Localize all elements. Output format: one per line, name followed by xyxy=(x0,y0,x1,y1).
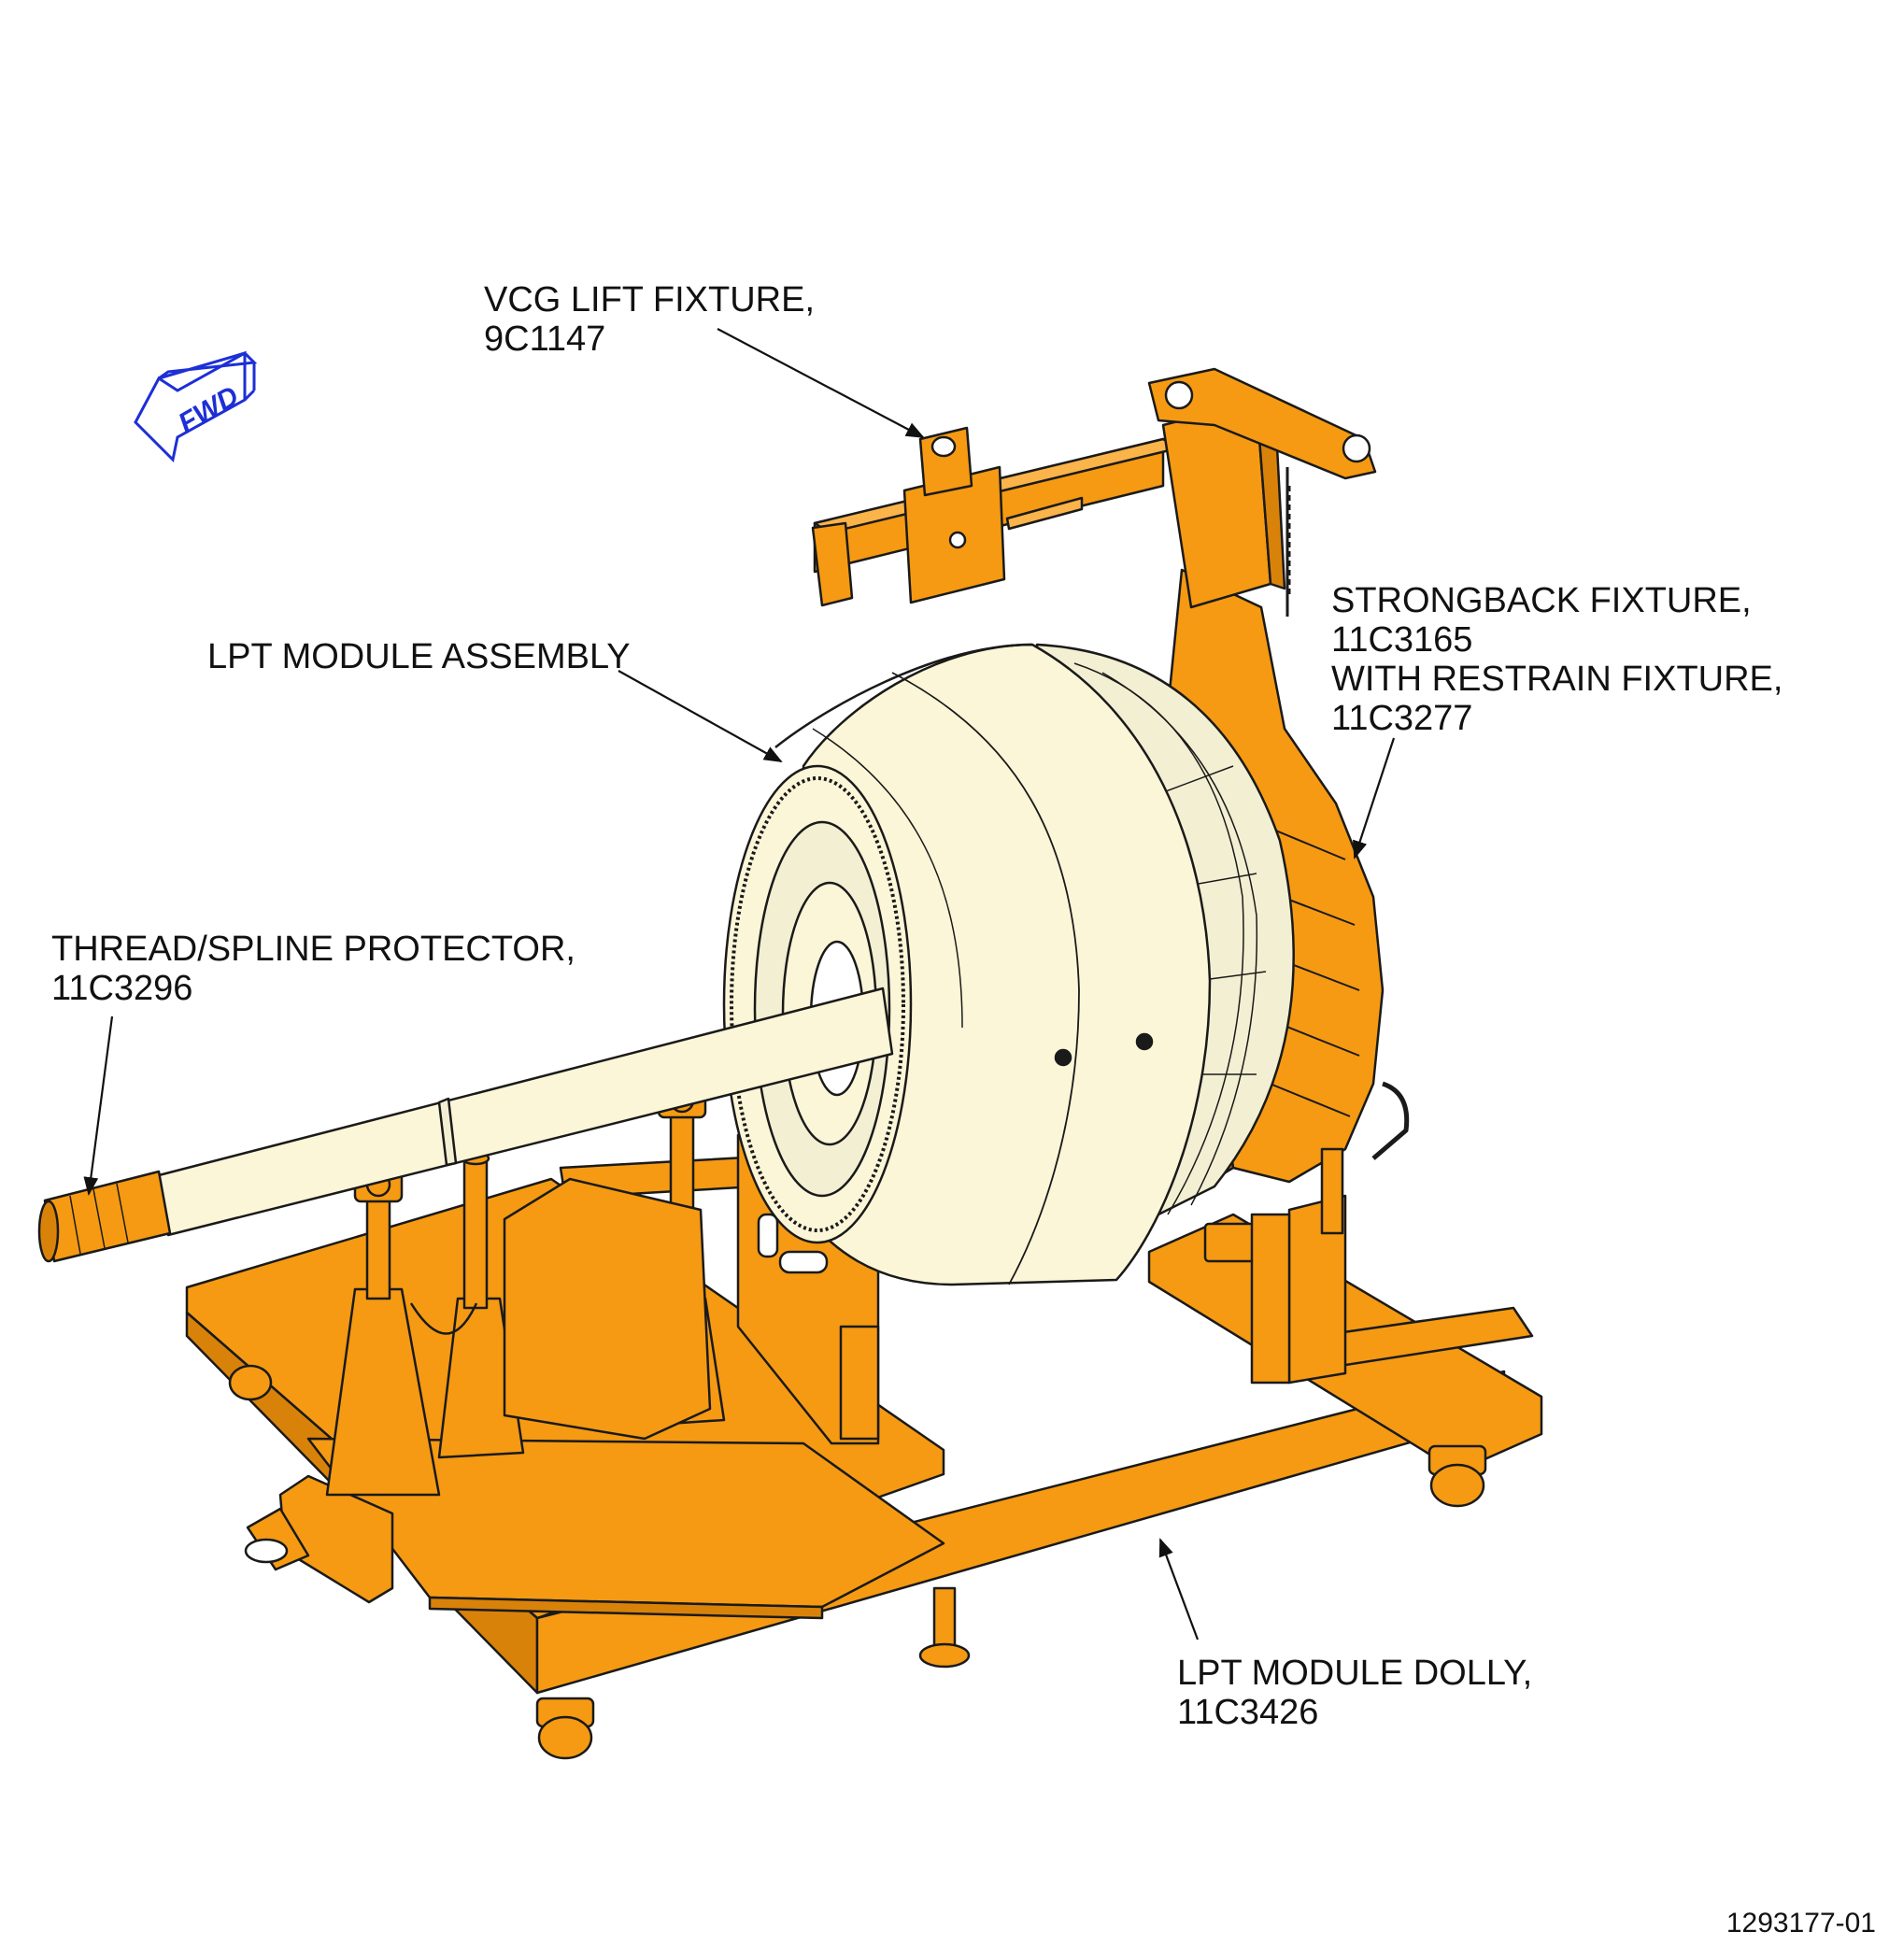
callout-line: THREAD/SPLINE PROTECTOR, xyxy=(51,930,575,969)
caster-wheel xyxy=(535,1697,595,1760)
callout-line: 11C3296 xyxy=(51,969,193,1008)
callout-lpt-module-dolly: LPT MODULE DOLLY, 11C3426 xyxy=(1177,1654,1532,1732)
leveling-foot xyxy=(918,1586,971,1669)
thread-spline-protector xyxy=(37,1170,172,1263)
caster-wheel xyxy=(228,1364,273,1401)
caster-wheel xyxy=(1427,1444,1487,1508)
vcg-leader xyxy=(717,328,925,438)
callout-line: VCG LIFT FIXTURE, xyxy=(484,280,816,320)
callout-strongback-fixture: STRONGBACK FIXTURE, 11C3165 WITH RESTRAI… xyxy=(1331,581,1782,738)
forward-arrow-icon: FWD xyxy=(134,350,258,463)
support-stand xyxy=(325,1166,441,1497)
lpt-assy-leader xyxy=(618,670,783,762)
callout-line: STRONGBACK FIXTURE, xyxy=(1331,581,1752,620)
support-stand xyxy=(437,1151,525,1459)
callout-line: 9C1147 xyxy=(484,320,606,359)
dolly-leader xyxy=(1158,1538,1200,1640)
strongback-leader xyxy=(1353,737,1396,859)
callout-lpt-module-assembly: LPT MODULE ASSEMBLY xyxy=(207,637,631,676)
thread-leader xyxy=(83,1016,114,1196)
leader-lines xyxy=(83,328,1396,1640)
callout-line: 11C3165 xyxy=(1331,620,1473,660)
callout-line: 11C3426 xyxy=(1177,1693,1319,1732)
callout-line: 11C3277 xyxy=(1331,699,1473,738)
callout-thread-spline-protector: THREAD/SPLINE PROTECTOR, 11C3296 xyxy=(51,930,575,1008)
fwd-label: FWD xyxy=(173,380,244,439)
lpt-module-assembly xyxy=(722,643,1295,1286)
callout-line: WITH RESTRAIN FIXTURE, xyxy=(1331,660,1783,699)
vcg-lift-fixture xyxy=(811,367,1377,617)
figure-number: 1293177-01 xyxy=(1726,1908,1876,1939)
callout-line: LPT MODULE DOLLY, xyxy=(1177,1654,1533,1693)
callout-vcg-lift-fixture: VCG LIFT FIXTURE, 9C1147 xyxy=(484,280,815,359)
callout-line: LPT MODULE ASSEMBLY xyxy=(207,637,631,676)
